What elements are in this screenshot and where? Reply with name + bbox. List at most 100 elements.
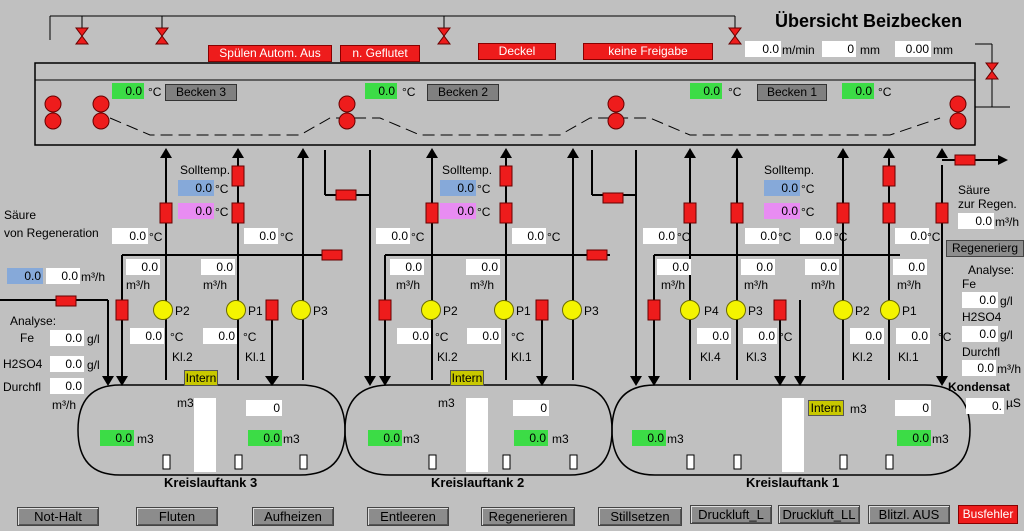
cooler-unit: °C [243, 330, 257, 344]
right-analysis-label: Analyse: [968, 263, 1015, 277]
acid-flow-setpoint[interactable]: 0.0 [7, 268, 43, 284]
acid-to-regen-line1: Säure [958, 183, 991, 197]
speed-value: 0.0 [745, 41, 781, 57]
solltemp2-pink[interactable]: 0.0 [440, 203, 476, 219]
fluten-button[interactable]: Fluten [136, 507, 218, 526]
pump-icon[interactable] [494, 300, 514, 320]
left-fe-unit: g/l [87, 332, 100, 346]
not-halt-button[interactable]: Not-Halt [17, 507, 99, 526]
solltemp3-blue[interactable]: 0.0 [178, 180, 214, 196]
tank2-name: Kreislauftank 2 [431, 475, 525, 490]
solltemp3-unit2: °C [215, 205, 229, 219]
cooler-unit: °C [170, 330, 184, 344]
temp-value: 0.0 [745, 228, 779, 244]
right-durchfl-unit: m³/h [997, 362, 1021, 376]
basin2-label[interactable]: Becken 2 [427, 84, 499, 101]
flow-unit: m³/h [126, 278, 150, 292]
tank3-green1: 0.0 [100, 430, 134, 446]
basin3-temp: 0.0 [112, 83, 144, 99]
pump-label: P2 [855, 304, 870, 318]
tank2-green2-unit: m3 [552, 432, 569, 446]
druckluft-l-button[interactable]: Druckluft_L [690, 505, 772, 524]
tank3-white-value: 0 [246, 400, 282, 416]
tank2-green1: 0.0 [368, 430, 402, 446]
cooler-label: Kl.2 [172, 350, 193, 364]
pump-icon[interactable] [833, 300, 853, 320]
pump-icon[interactable] [421, 300, 441, 320]
tank1-intern-badge[interactable]: Intern [808, 400, 844, 416]
pump-icon[interactable] [562, 300, 582, 320]
solltemp1-blue[interactable]: 0.0 [764, 180, 800, 196]
entleeren-button[interactable]: Entleeren [367, 507, 449, 526]
acid-from-regen-temp-unit: °C [149, 230, 163, 244]
temp-value: 0.0 [643, 228, 677, 244]
tank3-green2-unit: m3 [283, 432, 300, 446]
pump-icon[interactable] [680, 300, 700, 320]
temp-value: 0.0 [512, 228, 546, 244]
tank2-intern-badge[interactable]: Intern [450, 370, 484, 386]
tank1-green2-unit: m3 [932, 432, 949, 446]
temp-unit: °C [834, 230, 848, 244]
left-h2so4-label: H2SO4 [3, 357, 43, 371]
solltemp2-unit2: °C [477, 205, 491, 219]
pump-label: P2 [175, 304, 190, 318]
regeneration-button[interactable]: Regenerierg [946, 240, 1024, 257]
cooler-label: Kl.2 [852, 350, 873, 364]
alarm-deckel: Deckel [478, 43, 556, 60]
cooler-label: Kl.3 [746, 350, 767, 364]
solltemp2-blue[interactable]: 0.0 [440, 180, 476, 196]
flow-value: 0.0 [741, 259, 775, 275]
tank2-white-value: 0 [513, 400, 549, 416]
left-durchfl-value: 0.0 [50, 378, 84, 394]
cooler-label: Kl.1 [511, 350, 532, 364]
druckluft-ll-button[interactable]: Druckluft_LL [778, 505, 860, 524]
solltemp1-pink[interactable]: 0.0 [764, 203, 800, 219]
cooler-unit: °C [779, 330, 793, 344]
acid-from-regen-line1: Säure [4, 208, 37, 222]
cooler-temp: 0.0 [743, 328, 777, 344]
acid-from-regen-line2: von Regeneration [4, 226, 99, 240]
tank1-m3-label: m3 [850, 402, 867, 416]
tank1-white-value: 0 [895, 400, 931, 416]
cooler-temp: 0.0 [467, 328, 501, 344]
tank3-green1-unit: m3 [137, 432, 154, 446]
solltemp2-label: Solltemp. [442, 163, 493, 177]
cooler-temp: 0.0 [203, 328, 237, 344]
tank2-m3-label: m3 [438, 396, 455, 410]
basin1-label[interactable]: Becken 1 [757, 84, 827, 101]
mm2-value: 0.00 [895, 41, 931, 57]
flow-value: 0.0 [657, 259, 691, 275]
stillsetzen-button[interactable]: Stillsetzen [598, 507, 682, 526]
cooler-unit: °C [938, 330, 952, 344]
cooler-unit: °C [435, 330, 449, 344]
speed-unit: m/min [782, 43, 815, 57]
left-fe-value: 0.0 [50, 330, 84, 346]
temp-value: 0.0 [895, 228, 929, 244]
pump-icon[interactable] [226, 300, 246, 320]
tank2-green2: 0.0 [514, 430, 548, 446]
pump-icon[interactable] [880, 300, 900, 320]
mm1-unit: mm [860, 43, 880, 57]
left-analysis-label: Analyse: [10, 314, 57, 328]
temp-unit: °C [927, 230, 941, 244]
right-h2so4-label: H2SO4 [962, 310, 1002, 324]
blitzl-aus-button[interactable]: Blitzl. AUS [868, 505, 950, 524]
basin2-temp: 0.0 [365, 83, 397, 99]
regenerieren-button[interactable]: Regenerieren [481, 507, 575, 526]
kondensat-value: 0. [966, 398, 1004, 414]
aufheizen-button[interactable]: Aufheizen [252, 507, 334, 526]
pump-label: P2 [443, 304, 458, 318]
basin3-label[interactable]: Becken 3 [165, 84, 237, 101]
left-h2so4-unit: g/l [87, 358, 100, 372]
pump-icon[interactable] [153, 300, 173, 320]
acid-to-regen-flow: 0.0 [958, 213, 994, 229]
solltemp3-pink[interactable]: 0.0 [178, 203, 214, 219]
pump-label: P4 [704, 304, 719, 318]
flow-value: 0.0 [893, 259, 927, 275]
pump-icon[interactable] [291, 300, 311, 320]
pump-label: P3 [584, 304, 599, 318]
pump-icon[interactable] [726, 300, 746, 320]
tank3-intern-badge[interactable]: Intern [184, 370, 218, 386]
alarm-freigabe: keine Freigabe [583, 43, 713, 60]
